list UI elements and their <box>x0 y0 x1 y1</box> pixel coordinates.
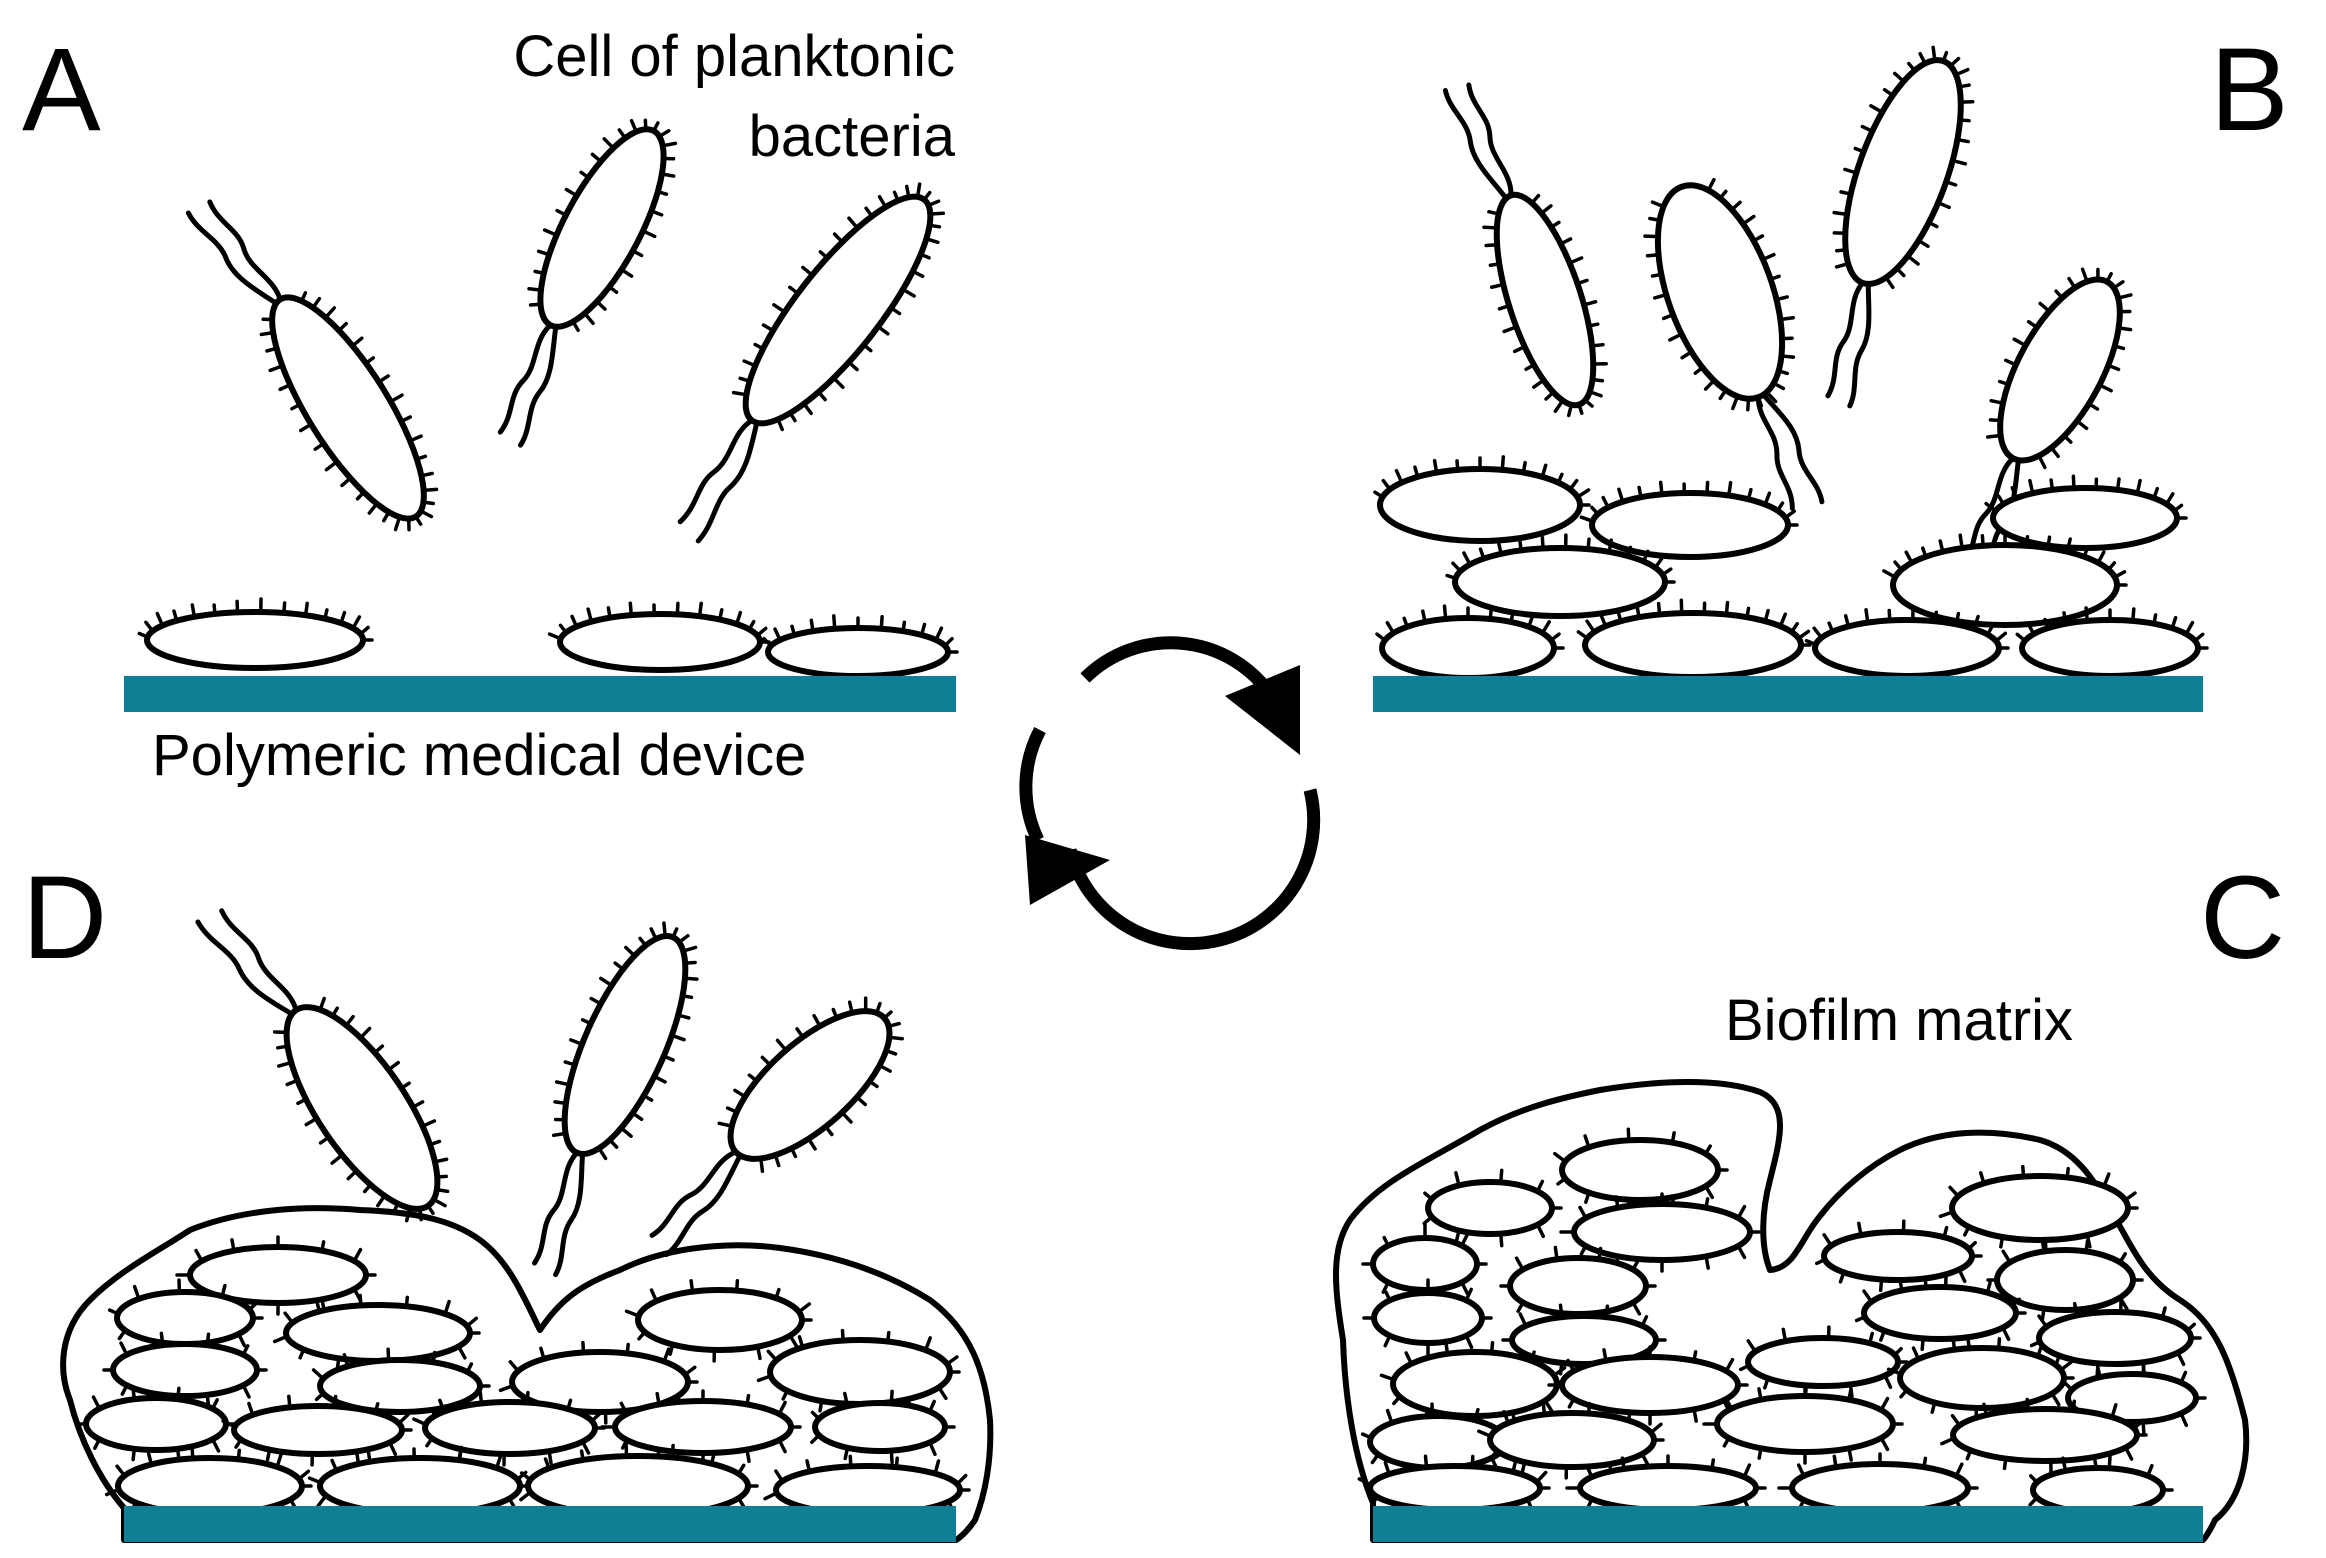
panel-b-letter: B <box>2210 24 2289 156</box>
attached-bacterium <box>139 599 372 668</box>
panel-d-letter: D <box>22 852 107 984</box>
attached-bacterium <box>1807 608 2009 676</box>
planktonic-bacterium <box>1622 165 1859 532</box>
medical-device-surface <box>124 676 956 712</box>
medical-device-surface <box>124 1506 956 1542</box>
attached-bacterium <box>1375 457 1589 541</box>
panel-b: B <box>1373 24 2289 712</box>
planktonic-bacterium <box>178 873 479 1245</box>
panel-a: A Cell of planktonic bacteria Polymeric … <box>22 24 973 788</box>
planktonic-cell-label-line1: Cell of planktonic <box>513 24 955 89</box>
planktonic-bacterium <box>631 159 973 554</box>
panel-d: D <box>22 852 990 1542</box>
planktonic-cell-label-line2: bacteria <box>749 104 956 169</box>
medical-device-surface <box>1373 1506 2203 1542</box>
panel-c-letter: C <box>2200 852 2285 984</box>
panel-a-letter: A <box>22 24 101 156</box>
planktonic-bacterium <box>171 168 465 552</box>
attached-bacterium <box>550 603 769 670</box>
attached-bacterium <box>2017 608 2207 676</box>
medical-device-surface <box>1373 676 2203 712</box>
planktonic-bacterium <box>450 100 702 455</box>
planktonic-bacterium <box>1428 66 1628 428</box>
attached-bacterium <box>764 616 957 676</box>
device-label: Polymeric medical device <box>152 723 806 788</box>
attached-bacterium <box>1581 482 1797 557</box>
circular-arrows-icon <box>1025 643 1314 944</box>
panel-c: C Biofilm matrix <box>1336 852 2285 1542</box>
planktonic-bacterium <box>1769 33 1998 414</box>
biofilm-matrix-label: Biofilm matrix <box>1725 988 2073 1053</box>
